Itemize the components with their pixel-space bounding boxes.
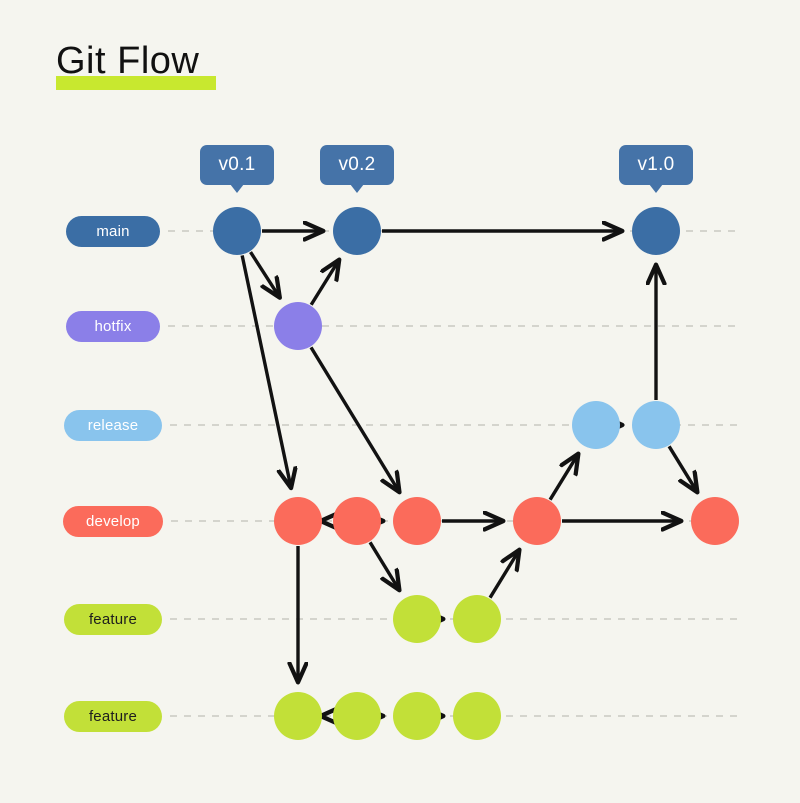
title-highlight-underline <box>56 76 216 90</box>
commit-node-m2[interactable] <box>632 207 680 255</box>
branch-label-feature1[interactable]: feature <box>64 603 162 635</box>
branch-label-feature2[interactable]: feature <box>64 700 162 732</box>
version-tag-v1.0[interactable]: v1.0 <box>619 145 693 185</box>
page-title: Git Flow <box>56 40 200 82</box>
commit-nodes-layer <box>213 207 739 740</box>
commit-node-f2c[interactable] <box>393 692 441 740</box>
commit-node-m0[interactable] <box>213 207 261 255</box>
edge-h0-to-m1 <box>309 261 338 306</box>
commit-node-d2[interactable] <box>393 497 441 545</box>
commit-node-m1[interactable] <box>333 207 381 255</box>
commit-node-f2a[interactable] <box>274 692 322 740</box>
commit-node-d4[interactable] <box>691 497 739 545</box>
edge-d1-to-f1a <box>368 541 399 589</box>
commit-node-f2b[interactable] <box>333 692 381 740</box>
branch-label-main[interactable]: main <box>66 215 160 247</box>
commit-node-r1[interactable] <box>632 401 680 449</box>
edge-m0-to-h0 <box>249 251 280 297</box>
edge-h0-to-d2 <box>309 346 399 491</box>
edges-layer <box>240 231 697 716</box>
edge-m0-to-d0 <box>240 255 291 486</box>
commit-node-d3[interactable] <box>513 497 561 545</box>
branch-label-release[interactable]: release <box>64 409 162 441</box>
commit-node-d1[interactable] <box>333 497 381 545</box>
commit-node-r0[interactable] <box>572 401 620 449</box>
branch-label-hotfix[interactable]: hotfix <box>66 310 160 342</box>
commit-node-d0[interactable] <box>274 497 322 545</box>
commit-node-f1b[interactable] <box>453 595 501 643</box>
commit-node-f1a[interactable] <box>393 595 441 643</box>
edge-r1-to-d4 <box>667 445 697 491</box>
version-tag-pointer-v0.1 <box>230 184 244 193</box>
page-title-wrapper: Git Flow <box>56 38 216 90</box>
branch-label-develop[interactable]: develop <box>63 505 163 537</box>
commit-node-h0[interactable] <box>274 302 322 350</box>
version-tag-v0.2[interactable]: v0.2 <box>320 145 394 185</box>
edge-f1b-to-d3 <box>488 551 519 599</box>
version-tag-v0.1[interactable]: v0.1 <box>200 145 274 185</box>
edge-d3-to-r0 <box>548 455 578 501</box>
version-tag-pointer-v0.2 <box>350 184 364 193</box>
commit-node-f2d[interactable] <box>453 692 501 740</box>
version-tag-pointer-v1.0 <box>649 184 663 193</box>
